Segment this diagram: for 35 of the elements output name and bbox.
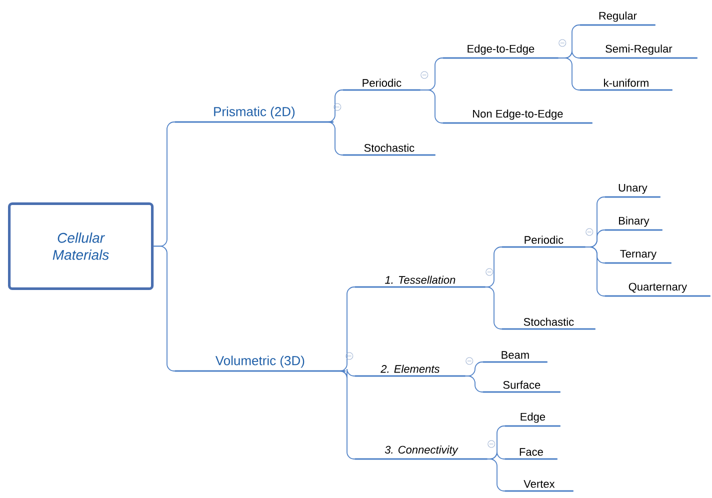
topic-label: Semi-Regular	[580, 44, 698, 59]
branch-line	[484, 286, 502, 330]
topic-label: 1. Tessellation	[355, 276, 486, 288]
topic-label: Binary	[605, 216, 662, 231]
topic-label: Stochastic	[502, 318, 596, 330]
topic-label: Edge-to-Edge	[443, 44, 558, 59]
topic-label: Unary	[605, 184, 660, 198]
branch-line	[558, 58, 580, 90]
topic-label: Regular	[580, 12, 656, 26]
topic-label: Periodic	[502, 236, 586, 248]
topic-label: Quarternary	[605, 282, 710, 297]
topic-label: Volumetric (3D)	[175, 356, 346, 372]
branch-line	[584, 246, 606, 296]
topic-label: Non Edge-to-Edge	[443, 110, 592, 124]
topic-label: Periodic	[343, 78, 420, 91]
topic-label: Stochastic	[343, 144, 436, 156]
branch-line	[340, 370, 356, 460]
topic-label: 2. Elements	[355, 364, 466, 377]
branch-line	[486, 458, 506, 492]
topic-label: Vertex	[505, 480, 574, 492]
branch-line	[153, 246, 176, 372]
branch-line	[340, 286, 356, 372]
topic-label: 3. Connectivity	[355, 446, 488, 460]
topic-label: k-uniform	[580, 78, 672, 91]
branch-line	[328, 90, 344, 122]
topic-label: Surface	[483, 380, 560, 393]
branch-line	[464, 376, 484, 392]
topic-label: Face	[505, 448, 558, 460]
root-box: Cellular Materials	[8, 202, 154, 290]
topic-label: Edge	[505, 412, 560, 427]
branch-line	[328, 122, 344, 156]
topic-label: Prismatic (2D)	[175, 106, 334, 123]
topic-label: Beam	[483, 351, 548, 363]
topic-label: Ternary	[605, 250, 672, 264]
branch-line	[420, 90, 444, 124]
